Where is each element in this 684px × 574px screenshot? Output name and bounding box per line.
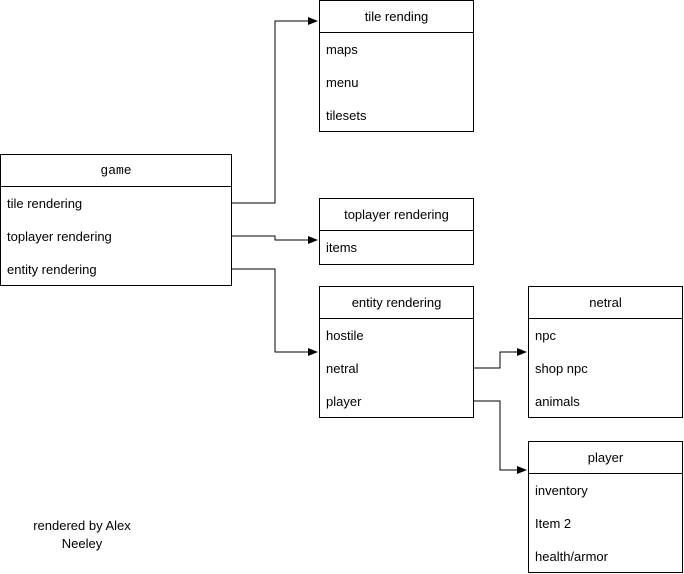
edge-entity-rendering [232,268,318,356]
netral-row-animals: animals [535,394,580,409]
player-row-health-armor: health/armor [535,549,608,564]
player-box[interactable]: player inventory Item 2 health/armor [528,441,683,573]
player-title: player [529,442,682,474]
toplayer-rendering-box[interactable]: toplayer rendering items [319,198,474,265]
netral-title: netral [529,287,682,319]
netral-row-npc: npc [535,328,556,343]
edge-tile-rendering [232,17,318,204]
netral-box[interactable]: netral npc shop npc animals [528,286,683,418]
edge-toplayer-rendering [232,235,318,244]
player-row-item-2: Item 2 [535,516,572,531]
player-row-inventory: inventory [535,483,588,498]
entity-rendering-title: entity rendering [320,287,473,319]
tile-rending-box[interactable]: tile rending maps menu tilesets [319,0,474,132]
tile-rending-row-menu: menu [326,75,359,90]
credit-note: rendered by Alex Neeley [33,518,131,551]
edge-netral [474,348,527,369]
game-row-toplayer-rendering: toplayer rendering [7,229,112,244]
toplayer-rendering-title: toplayer rendering [320,199,473,231]
entity-rendering-box[interactable]: entity rendering hostile netral player [319,286,474,418]
entity-rendering-row-hostile: hostile [326,328,364,343]
game-box[interactable]: game tile rendering toplayer rendering e… [0,154,232,286]
toplayer-rendering-row-items: items [326,240,358,255]
game-row-tile-rendering: tile rendering [7,196,83,211]
tile-rending-row-maps: maps [326,42,358,57]
entity-rendering-row-player: player [326,394,362,409]
entity-rendering-row-netral: netral [326,361,359,376]
edge-player [474,400,527,474]
tile-rending-title: tile rending [320,1,473,33]
game-title: game [1,155,231,187]
netral-row-shop-npc: shop npc [535,361,588,376]
game-row-entity-rendering: entity rendering [7,262,97,277]
tile-rending-row-tilesets: tilesets [326,108,367,123]
